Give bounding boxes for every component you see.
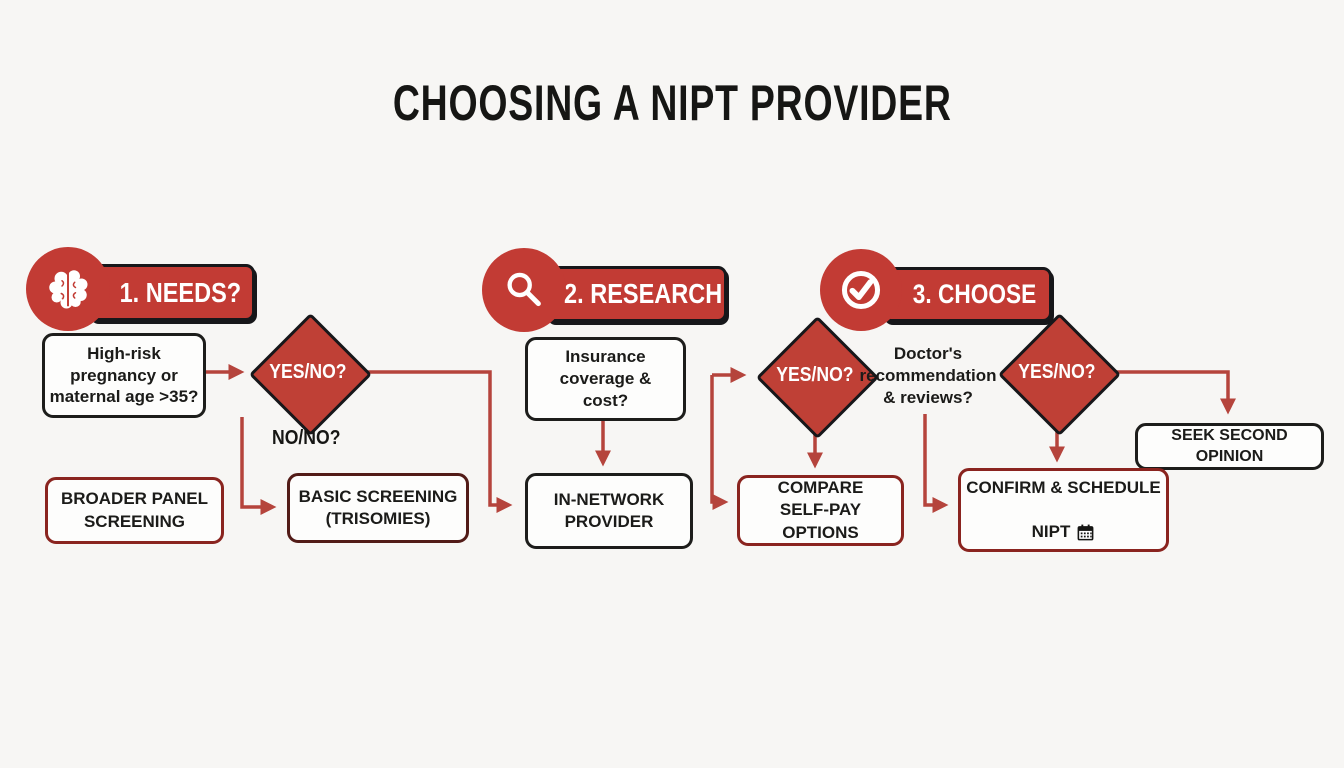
compare-selfpay-box: COMPARE SELF-PAY OPTIONS [737, 475, 904, 546]
confirm-schedule-line1: CONFIRM & SCHEDULE [966, 477, 1161, 497]
confirm-schedule-box: CONFIRM & SCHEDULE NIPT [958, 468, 1169, 552]
check-icon [841, 270, 881, 310]
insurance-question-box: Insurance coverage & cost? [525, 337, 686, 421]
section-research-label: 2. RESEARCH [563, 278, 723, 309]
doctor-question-text: Doctor's recommendation & reviews? [859, 344, 997, 407]
arrow-doctor-to-confirm [923, 414, 949, 514]
search-icon [507, 272, 541, 307]
arrow-decision3-to-seek-second-opinion [1110, 370, 1237, 415]
calendar-icon [1077, 524, 1094, 541]
confirm-schedule-line2: NIPT [1031, 522, 1071, 542]
section-needs-label: 1. NEEDS? [119, 276, 242, 308]
arrow-no-branch-to-basic-screening [240, 417, 277, 516]
decision2-label: YES/NO? [776, 364, 854, 386]
decision3-label: YES/NO? [1018, 361, 1096, 383]
brain-icon [49, 270, 88, 309]
seek-second-opinion-box: SEEK SECOND OPINION [1135, 423, 1324, 470]
in-network-provider-box: IN-NETWORK PROVIDER [525, 473, 693, 549]
section-choose-label: 3. CHOOSE [913, 279, 1037, 309]
basic-screening-box: BASIC SCREENING (TRISOMIES) [287, 473, 469, 543]
arrow-branch-to-compare-selfpay [710, 375, 729, 511]
broader-panel-box: BROADER PANEL SCREENING [45, 477, 224, 544]
page-title: CHOOSING A NIPT PROVIDER [392, 75, 952, 132]
high-risk-question-box: High-risk pregnancy or maternal age >35? [42, 333, 206, 418]
no-branch-label: NO/NO? [272, 427, 341, 449]
decision1-label: YES/NO? [269, 361, 347, 383]
